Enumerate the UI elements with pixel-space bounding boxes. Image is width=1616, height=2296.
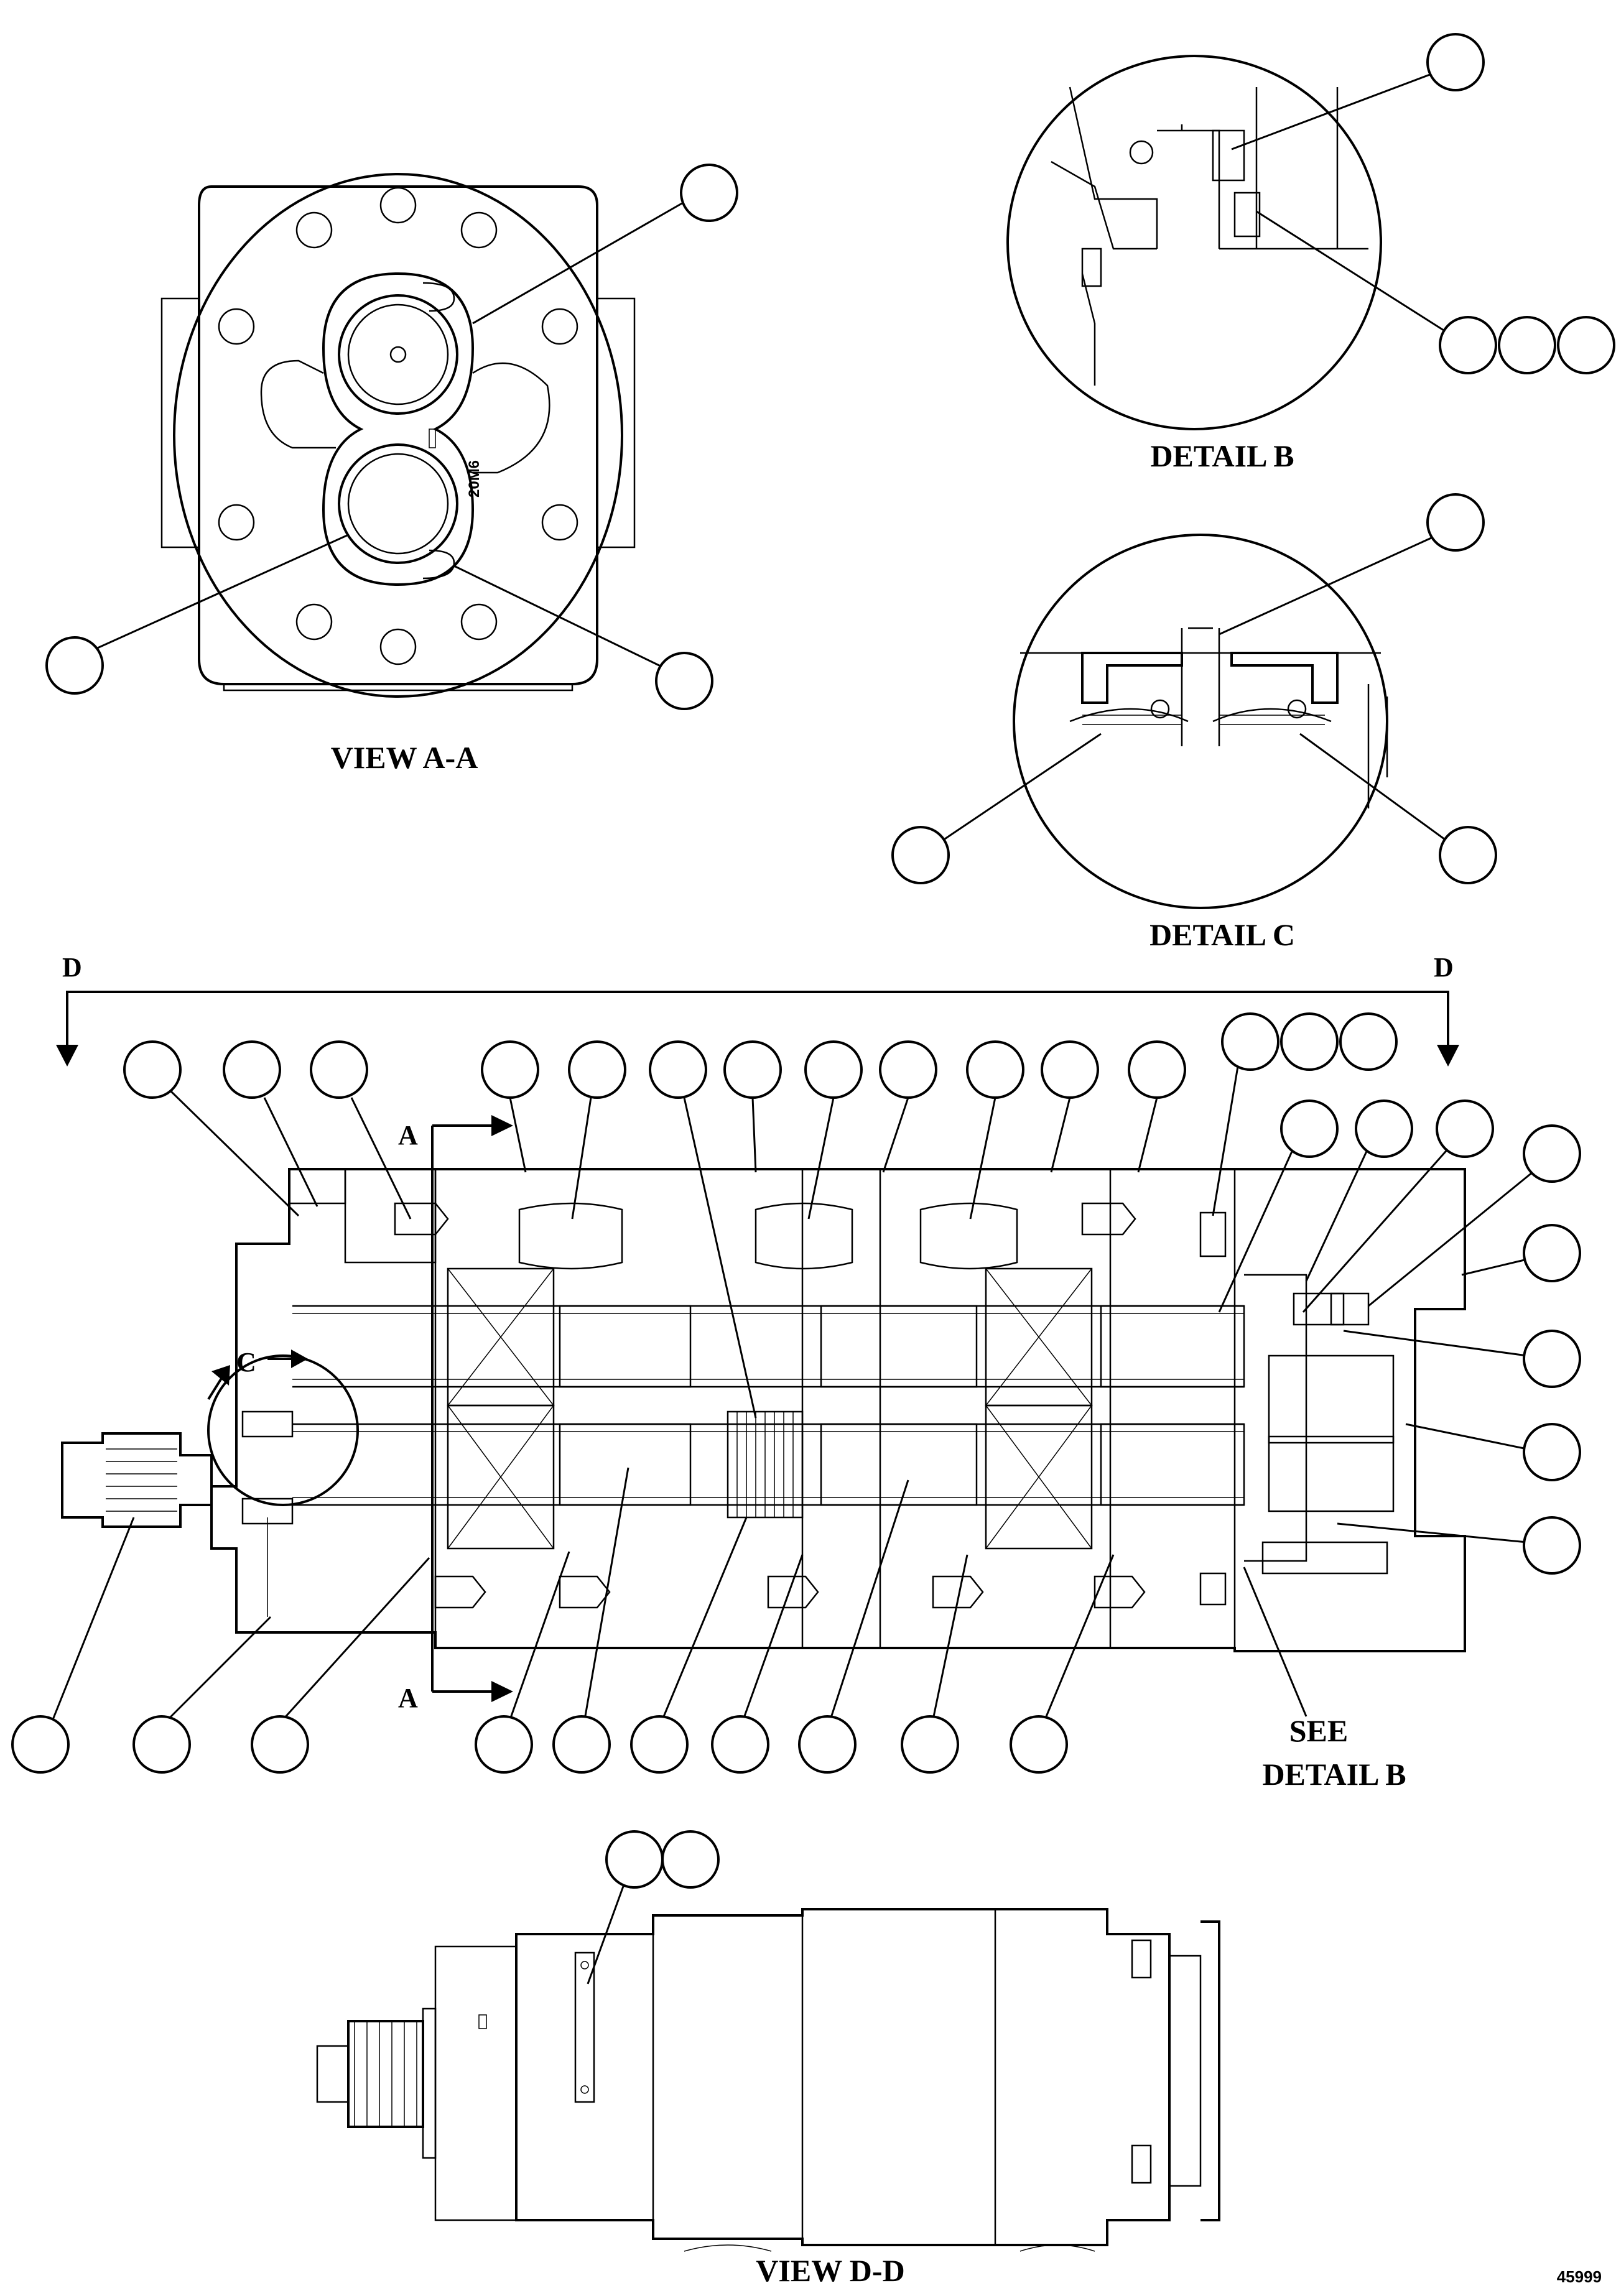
view-dd	[316, 1908, 1220, 2252]
balloon-top-2	[223, 1040, 281, 1099]
section-d-left: D	[62, 952, 82, 983]
balloon-dd-2	[661, 1830, 720, 1889]
balloon-bottom-7	[711, 1715, 769, 1774]
balloon-bottom-9	[901, 1715, 959, 1774]
balloon-top-12	[1128, 1040, 1186, 1099]
detail-c	[1013, 534, 1388, 909]
balloon-top-8	[804, 1040, 863, 1099]
balloon-right-7	[1523, 1423, 1581, 1481]
detail-b-label: DETAIL B	[1150, 438, 1294, 473]
detail-callout-c: C	[236, 1347, 256, 1377]
balloon-bottom-1	[11, 1715, 70, 1774]
balloon-c-3	[1439, 826, 1497, 884]
see-detail-b-line2: DETAIL B	[1262, 1757, 1406, 1792]
balloon-bottom-8	[798, 1715, 857, 1774]
view-aa-label: VIEW A-A	[331, 740, 478, 775]
balloon-right-6	[1523, 1330, 1581, 1388]
balloon-b-4	[1557, 316, 1615, 374]
balloon-bottom-3	[251, 1715, 309, 1774]
detail-b	[1006, 55, 1382, 430]
detail-c-label: DETAIL C	[1149, 917, 1295, 952]
balloon-bottom-10	[1010, 1715, 1068, 1774]
balloon-right-4	[1523, 1124, 1581, 1183]
balloon-aa-2	[45, 636, 104, 695]
balloon-top-6	[649, 1040, 707, 1099]
balloon-right-1	[1280, 1099, 1339, 1158]
balloon-bottom-6	[630, 1715, 689, 1774]
balloon-top-14	[1280, 1012, 1339, 1071]
balloon-c-1	[1426, 493, 1485, 552]
balloon-top-3	[310, 1040, 368, 1099]
balloon-top-9	[879, 1040, 937, 1099]
balloon-b-1	[1426, 33, 1485, 91]
balloon-right-5	[1523, 1224, 1581, 1282]
drawing-number: 45999	[1557, 2267, 1602, 2286]
balloon-top-13	[1221, 1012, 1279, 1071]
balloon-top-5	[568, 1040, 626, 1099]
balloon-bottom-2	[132, 1715, 191, 1774]
balloon-aa-3	[655, 652, 713, 710]
balloon-aa-1	[680, 164, 738, 222]
see-detail-b-line1: SEE	[1289, 1713, 1349, 1748]
balloon-b-2	[1439, 316, 1497, 374]
section-d-right: D	[1434, 952, 1454, 983]
balloon-top-11	[1041, 1040, 1099, 1099]
balloon-top-1	[123, 1040, 182, 1099]
balloon-right-3	[1436, 1099, 1494, 1158]
balloon-right-2	[1355, 1099, 1413, 1158]
view-aa: 20M6	[160, 173, 636, 698]
pump-section-view	[61, 1168, 1466, 1652]
section-a-top: A	[398, 1120, 418, 1150]
balloon-dd-1	[605, 1830, 664, 1889]
balloon-b-3	[1498, 316, 1556, 374]
balloon-bottom-4	[475, 1715, 533, 1774]
balloon-bottom-5	[552, 1715, 611, 1774]
svg-text:20M6: 20M6	[466, 460, 483, 498]
balloon-top-7	[723, 1040, 782, 1099]
balloon-top-4	[481, 1040, 539, 1099]
balloon-top-10	[966, 1040, 1024, 1099]
balloon-right-8	[1523, 1516, 1581, 1575]
balloon-top-15	[1339, 1012, 1398, 1071]
view-dd-label: VIEW D-D	[756, 2253, 904, 2288]
section-a-bottom: A	[398, 1683, 418, 1713]
balloon-c-2	[891, 826, 950, 884]
